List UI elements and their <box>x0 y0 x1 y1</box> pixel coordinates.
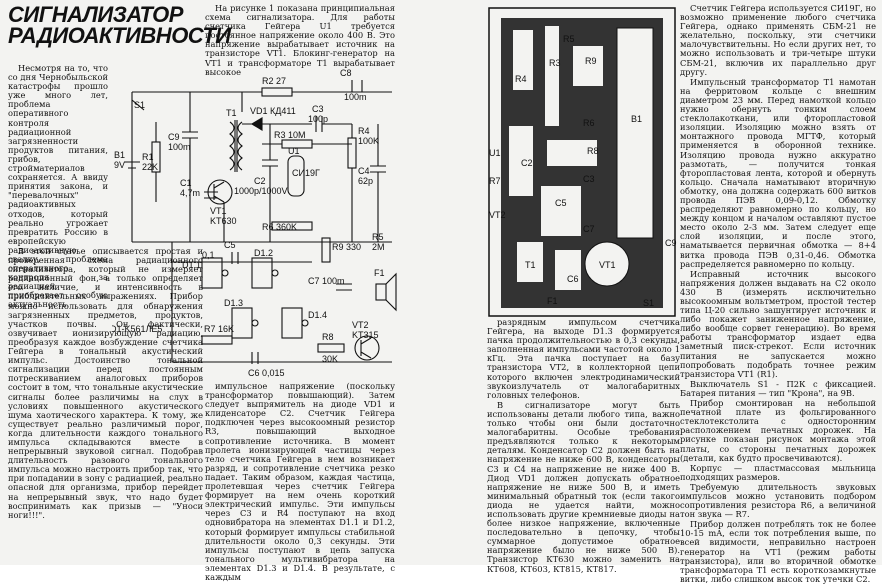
label-c3-value: 100p <box>308 114 328 124</box>
label-r5-value: 2M <box>372 242 385 252</box>
pcb-label-c3: C3 <box>583 174 595 184</box>
pcb-label-b1: B1 <box>631 114 642 124</box>
article-title: СИГНАЛИЗАТОР РАДИОАКТИВНОСТИ <box>8 2 231 48</box>
label-vt1-value: KT630 <box>210 216 237 226</box>
pcb-label-vt1: VT1 <box>599 260 616 270</box>
label-t1: T1 <box>226 108 237 118</box>
assembly-paragraph-6: Корпус — пластмассовая мыльница подходящ… <box>680 462 876 482</box>
assembly-column: Счетчик Гейгера используется СИ19Г, но в… <box>680 3 876 585</box>
assembly-paragraph-8: Прибор должен потреблять ток не более 10… <box>680 519 876 584</box>
label-r1-value: 22K <box>142 162 158 172</box>
label-ic: D1-K561ЛЕ5 <box>112 324 162 334</box>
intro-column: Несмотря на то, что со дня Чернобыльской… <box>8 63 108 311</box>
label-c9-value: 100m <box>168 142 191 152</box>
label-vt1: VT1 <box>210 206 227 216</box>
pcb-label-r5: R5 <box>563 34 575 44</box>
parts-paragraph-1: разрядным импульсом счетчика Гейгера, на… <box>487 317 680 400</box>
pcb-label-t1: T1 <box>525 260 536 270</box>
label-s1: S1 <box>134 100 145 110</box>
label-b1: B1 <box>114 150 125 160</box>
pcb-layout-drawing: R5 R3 R9 R4 U1 B1 R7 R6 R8 C2 VT2 C5 C3 … <box>488 7 677 317</box>
label-vt2: VT2 <box>352 320 369 330</box>
assembly-paragraph-3: Исправный источник высокого напряжения д… <box>680 268 876 379</box>
label-c8-value: 100m <box>344 92 367 102</box>
pcb-label-c9: C9 <box>665 238 677 248</box>
description-paragraph: В этой статье описывается простая и пров… <box>8 246 203 520</box>
label-d11: D1.1 <box>182 260 201 270</box>
label-u1-value: СИ19Г <box>292 168 320 178</box>
label-c4-value: 62p <box>358 176 373 186</box>
pcb-label-f1: F1 <box>547 296 558 306</box>
label-c2: C2 <box>254 176 266 186</box>
parts-column: разрядным импульсом счетчика Гейгера, на… <box>487 317 680 575</box>
label-vt2-value: KT315 <box>352 330 379 340</box>
label-c3: C3 <box>312 104 324 114</box>
label-c1: C1 <box>180 178 192 188</box>
label-r5: R5 <box>372 232 384 242</box>
label-c2-value: 1000p/1000V <box>234 186 288 196</box>
description-column: В этой статье описывается простая и пров… <box>8 246 203 521</box>
schematic-intro-column: На рисунке 1 показана принципиальная схе… <box>205 3 395 78</box>
pcb-label-u1: U1 <box>489 148 501 158</box>
label-r6: R6 360K <box>262 222 297 232</box>
pcb-label-c5: C5 <box>555 198 567 208</box>
label-r4: R4 <box>358 126 370 136</box>
label-r4-value: 100K <box>358 136 379 146</box>
circuit-schematic: S1 R1 22K B1 9V C9 100m C1 4,7m T1 VT1 K… <box>112 68 397 378</box>
label-c4: C4 <box>358 166 370 176</box>
pcb-label-r4: R4 <box>515 74 527 84</box>
label-d12: D1.2 <box>254 248 273 258</box>
label-r9: R9 330 <box>332 242 361 252</box>
label-c6: C6 0,015 <box>248 368 285 378</box>
label-d14: D1.4 <box>308 310 327 320</box>
label-c7: C7 100m <box>308 276 345 286</box>
schematic-description-paragraph: импульсное напряжение (поскольку трансфо… <box>205 381 395 582</box>
label-r3: R3 10M <box>274 130 306 140</box>
intro-paragraph: Несмотря на то, что со дня Чернобыльской… <box>8 63 108 310</box>
pcb-label-c7: C7 <box>583 224 595 234</box>
label-r1: R1 <box>142 152 154 162</box>
pcb-label-vt2: VT2 <box>489 210 506 220</box>
assembly-paragraph-1: Счетчик Гейгера используется СИ19Г, но в… <box>680 3 876 77</box>
label-f1: F1 <box>374 268 385 278</box>
pcb-label-r3: R3 <box>549 58 561 68</box>
label-u1: U1 <box>288 146 300 156</box>
pcb-label-c2: C2 <box>521 158 533 168</box>
assembly-paragraph-5: Прибор смонтирован на небольшой печатной… <box>680 398 876 463</box>
label-c5: C5 <box>224 240 236 250</box>
label-r7: R7 16K <box>204 324 234 334</box>
schematic-description-column: импульсное напряжение (поскольку трансфо… <box>205 381 395 583</box>
label-r8-value: 30K <box>322 354 338 364</box>
label-c9: C9 <box>168 132 180 142</box>
assembly-paragraph-4: Выключатель S1 - П2К с фиксацией. Батаре… <box>680 378 876 398</box>
assembly-paragraph-2: Импульсный трансформатор Т1 намотан на ф… <box>680 76 876 269</box>
parts-paragraph-2: В сигнализаторе могут быть использованы … <box>487 399 680 574</box>
pcb-label-r6: R6 <box>583 118 595 128</box>
label-vd1: VD1 КД411 <box>250 106 296 116</box>
pcb-label-s1: S1 <box>643 298 654 308</box>
label-c8: C8 <box>340 68 352 78</box>
label-r8: R8 <box>322 332 334 342</box>
label-b1-value: 9V <box>114 160 125 170</box>
pcb-label-r7: R7 <box>489 176 501 186</box>
label-r2: R2 27 <box>262 76 286 86</box>
assembly-paragraph-7: Требуемую длительность звуковых импульсо… <box>680 481 876 520</box>
pcb-label-c6: C6 <box>567 274 579 284</box>
pcb-label-r9: R9 <box>585 56 597 66</box>
schematic-intro-paragraph: На рисунке 1 показана принципиальная схе… <box>205 3 395 77</box>
label-c1-value: 4,7m <box>180 188 200 198</box>
label-d13: D1.3 <box>224 298 243 308</box>
pcb-label-r8: R8 <box>587 146 599 156</box>
label-c5-value: 0,1 <box>202 250 215 260</box>
